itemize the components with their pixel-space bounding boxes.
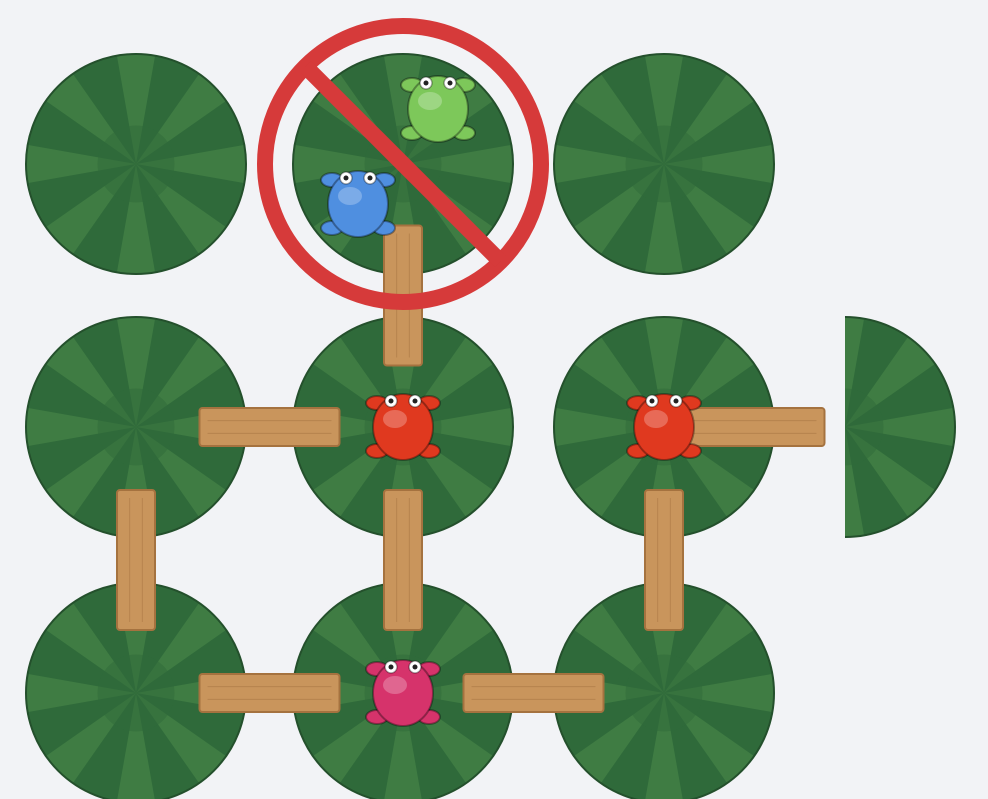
green-frog[interactable] (401, 76, 475, 142)
wood-plank[interactable] (200, 674, 340, 712)
wood-plank[interactable] (464, 674, 604, 712)
lily-pad (554, 54, 774, 274)
blue-frog[interactable] (321, 171, 395, 237)
lily-pad (26, 54, 246, 274)
wood-plank[interactable] (685, 408, 825, 446)
wood-plank[interactable] (384, 490, 422, 630)
wood-plank[interactable] (645, 490, 683, 630)
red-frog[interactable] (627, 394, 701, 460)
wood-plank[interactable] (200, 408, 340, 446)
pink-frog[interactable] (366, 660, 440, 726)
red-frog[interactable] (366, 394, 440, 460)
wood-plank[interactable] (117, 490, 155, 630)
